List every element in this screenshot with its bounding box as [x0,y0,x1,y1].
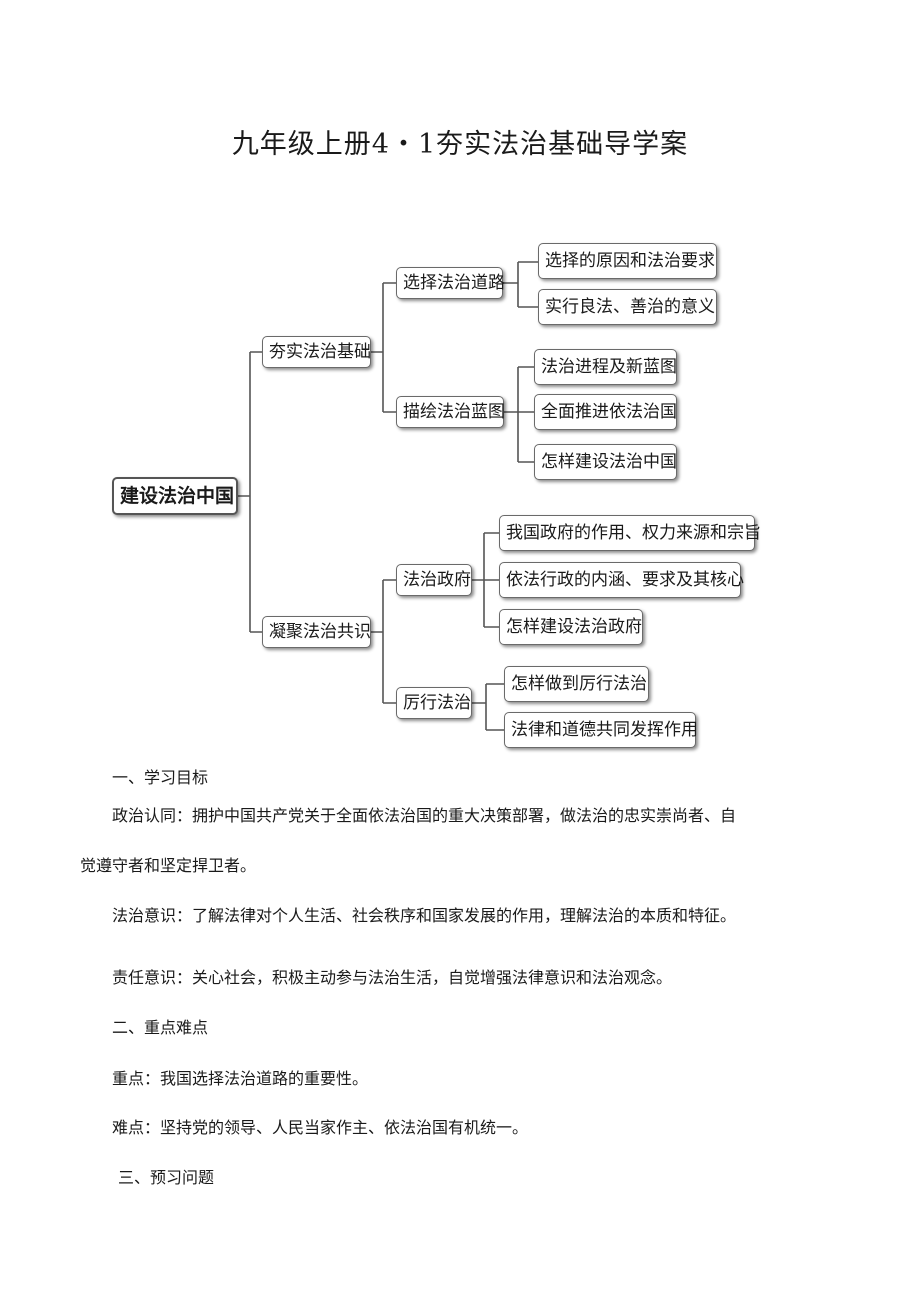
section-heading-key-points: 二、重点难点 [112,1018,209,1037]
mindmap-leaf: 法治进程及新蓝图 [534,349,677,385]
mindmap-leaf: 怎样建设法治中国 [534,444,677,480]
difficult-point: 难点：坚持党的领导、人民当家作主、依法治国有机统一。 [112,1118,529,1137]
goal-political-line2: 觉遵守者和坚定捍卫者。 [80,856,257,875]
section-heading-goals: 一、学习目标 [112,768,209,787]
mindmap-leaf: 怎样做到厉行法治 [504,666,649,702]
mindmap-root: 建设法治中国 [112,477,238,515]
mindmap-leaf: 我国政府的作用、权力来源和宗旨 [499,515,761,551]
key-point: 重点：我国选择法治道路的重要性。 [112,1069,369,1088]
mindmap-leaf: 实行良法、善治的意义 [538,289,717,325]
mindmap-leaf: 全面推进依法治国 [534,394,677,430]
mindmap-branch-consensus: 凝聚法治共识 [262,616,371,648]
mindmap-branch-foundation: 夯实法治基础 [262,336,371,368]
mindmap-node-blueprint: 描绘法治蓝图 [396,396,505,428]
document-title: 九年级上册4・1夯实法治基础导学案 [231,129,689,160]
mindmap-connectors [238,261,538,731]
goal-law-awareness: 法治意识：了解法律对个人生活、社会秩序和国家发展的作用，理解法治的本质和特征。 [112,906,737,925]
mindmap-leaf: 依法行政的内涵、要求及其核心 [499,562,744,598]
goal-political-line1: 政治认同：拥护中国共产党关于全面依法治国的重大决策部署，做法治的忠实崇尚者、自 [112,806,737,825]
mindmap-leaf: 法律和道德共同发挥作用 [504,712,698,748]
section-heading-preview: 三、预习问题 [118,1168,215,1187]
mindmap-leaf: 选择的原因和法治要求 [538,243,717,279]
mindmap-node-choose-path: 选择法治道路 [396,267,505,299]
mindmap-leaf: 怎样建设法治政府 [499,609,643,645]
mindmap-node-law-government: 法治政府 [396,564,472,596]
goal-responsibility: 责任意识：关心社会，积极主动参与法治生活，自觉增强法律意识和法治观念。 [112,968,673,987]
mindmap-node-practice-law: 厉行法治 [396,687,472,719]
